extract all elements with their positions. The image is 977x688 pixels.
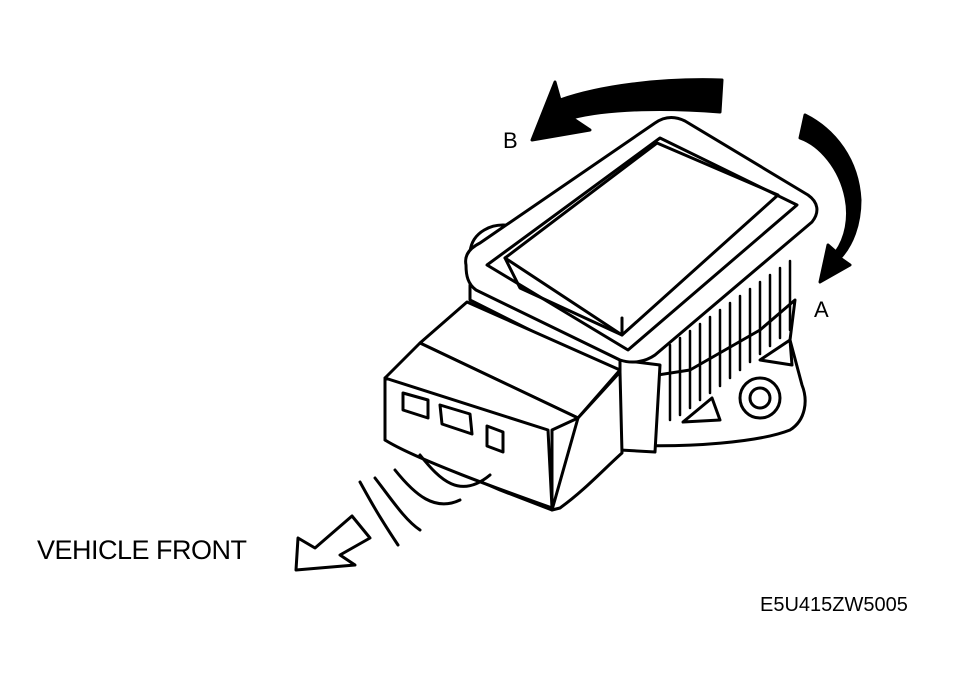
figure-code-label: E5U415ZW5005: [760, 594, 908, 616]
sensor-cap: [503, 141, 780, 337]
housing-lid-inner: [485, 136, 799, 352]
wire-harness: [358, 453, 492, 547]
sensor-cap-face: [503, 256, 624, 337]
mounting-hole: [738, 376, 782, 420]
pin-slot-3: [485, 424, 505, 454]
housing-lid: [464, 116, 819, 364]
pin-slot-2: [438, 403, 474, 436]
rotation-label-b: B: [503, 128, 518, 153]
rotation-arrow-a: [798, 113, 862, 284]
pin-slot-1: [401, 391, 430, 420]
flange-recess-left: [681, 396, 722, 424]
flange-recess-right: [758, 338, 794, 367]
rotation-arrow-b: [530, 78, 724, 142]
rotation-label-a: A: [814, 297, 829, 322]
vehicle-front-arrow: [294, 514, 372, 572]
cooling-fins: [668, 259, 792, 422]
vehicle-front-label: VEHICLE FRONT: [37, 535, 247, 565]
mounting-hole-inner: [748, 386, 772, 410]
connector-right: [550, 370, 624, 512]
housing-side: [618, 358, 662, 454]
